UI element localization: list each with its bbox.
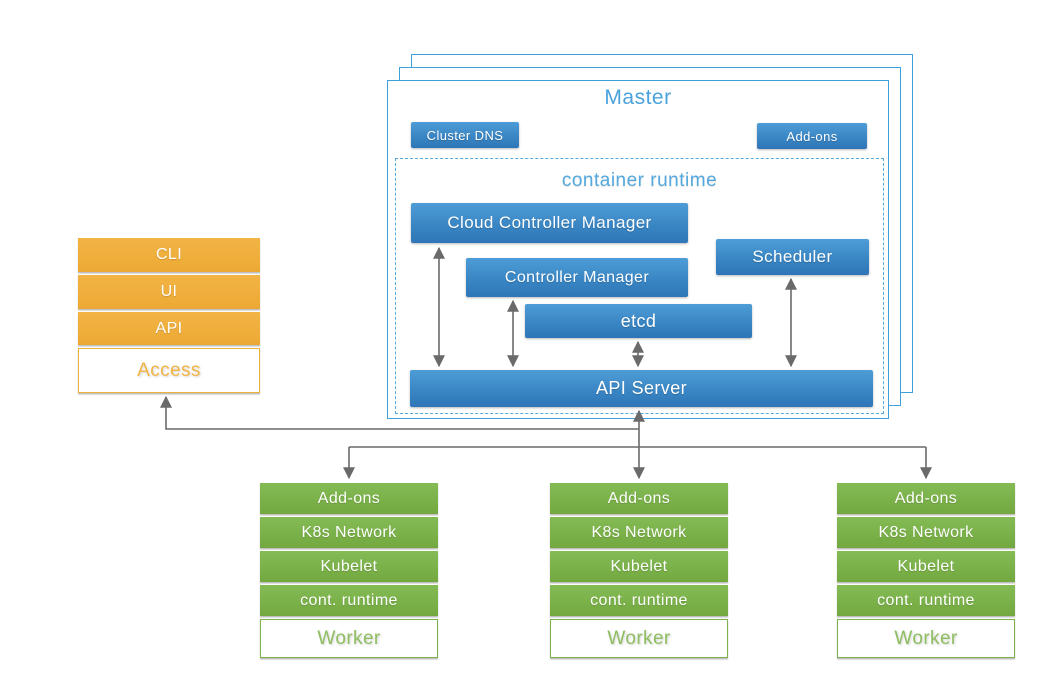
access-item-api: API — [78, 312, 260, 345]
worker-node-2: Add-ons K8s Network Kubelet cont. runtim… — [550, 483, 728, 658]
worker1-kubelet: Kubelet — [260, 551, 438, 582]
access-stack: CLI UI API Access — [78, 238, 260, 393]
access-base-label: Access — [78, 348, 260, 393]
access-item-ui: UI — [78, 275, 260, 309]
worker-node-1: Add-ons K8s Network Kubelet cont. runtim… — [260, 483, 438, 658]
worker3-cont-runtime: cont. runtime — [837, 585, 1015, 616]
scheduler-box: Scheduler — [716, 239, 869, 275]
worker1-addons: Add-ons — [260, 483, 438, 514]
worker2-kubelet: Kubelet — [550, 551, 728, 582]
master-addons-box: Add-ons — [757, 123, 867, 149]
worker2-base-label: Worker — [550, 619, 728, 658]
cluster-dns-box: Cluster DNS — [411, 122, 519, 148]
access-item-cli: CLI — [78, 238, 260, 272]
worker2-cont-runtime: cont. runtime — [550, 585, 728, 616]
worker3-kubelet: Kubelet — [837, 551, 1015, 582]
worker3-k8s-network: K8s Network — [837, 517, 1015, 548]
container-runtime-label: container runtime — [561, 170, 718, 191]
worker1-base-label: Worker — [260, 619, 438, 658]
worker1-k8s-network: K8s Network — [260, 517, 438, 548]
worker3-base-label: Worker — [837, 619, 1015, 658]
cloud-controller-manager-box: Cloud Controller Manager — [411, 203, 688, 243]
worker-node-3: Add-ons K8s Network Kubelet cont. runtim… — [837, 483, 1015, 658]
worker2-k8s-network: K8s Network — [550, 517, 728, 548]
controller-manager-box: Controller Manager — [466, 258, 688, 297]
etcd-box: etcd — [525, 304, 752, 338]
worker3-addons: Add-ons — [837, 483, 1015, 514]
master-title: Master — [604, 86, 672, 109]
worker1-cont-runtime: cont. runtime — [260, 585, 438, 616]
api-server-box: API Server — [410, 370, 873, 407]
worker2-addons: Add-ons — [550, 483, 728, 514]
